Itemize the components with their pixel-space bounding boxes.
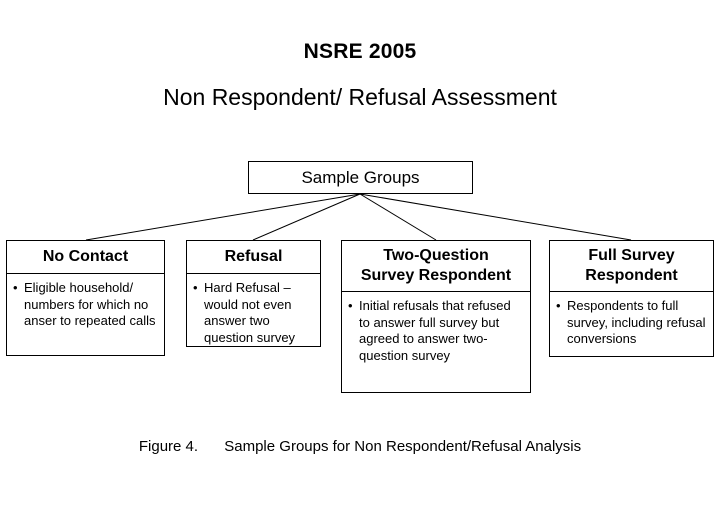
node-two-question-header-line2: Survey Respondent [360,267,512,284]
bullet-label: Respondents to full survey, including re… [567,298,706,346]
connector-to-two-question [359,193,437,241]
node-no-contact-header: No Contact [7,241,164,274]
figure-caption: Figure 4. Sample Groups for Non Responde… [0,438,720,456]
node-full-survey-respondent[interactable]: Full Survey Respondent • Respondents to … [549,240,714,357]
bullet-label: Eligible household/ numbers for which no… [24,280,156,328]
node-full-survey-header: Full Survey Respondent [550,241,713,292]
node-two-question-header-line1: Two-Question [383,247,489,264]
bullet-item: • Eligible household/ numbers for which … [13,280,158,330]
node-full-survey-header-line2: Respondent [585,267,678,284]
figure-title: NSRE 2005 [303,40,417,63]
node-full-survey-body: • Respondents to full survey, including … [550,292,713,354]
bullet-label: Initial refusals that refused to answer … [359,298,511,363]
bullet-item: • Initial refusals that refused to answe… [348,298,524,364]
node-full-survey-header-line1: Full Survey [588,247,675,264]
connector-to-refusal [252,193,361,241]
connector-to-no-contact [85,193,361,241]
figure-subtitle: Non Respondent/ Refusal Assessment [163,84,557,110]
node-refusal-header: Refusal [187,241,320,274]
connector-to-full-survey [359,193,632,241]
bullet-icon: • [556,298,561,313]
bullet-label: Hard Refusal – would not even answer two… [204,280,296,345]
bullet-icon: • [13,280,18,295]
node-sample-groups-label: Sample Groups [301,168,420,187]
node-no-contact[interactable]: No Contact • Eligible household/ numbers… [6,240,165,356]
node-no-contact-body: • Eligible household/ numbers for which … [7,274,164,336]
node-two-question-survey-respondent[interactable]: Two-Question Survey Respondent • Initial… [341,240,531,393]
node-refusal[interactable]: Refusal • Hard Refusal – would not even … [186,240,321,347]
bullet-icon: • [348,298,353,313]
node-refusal-body: • Hard Refusal – would not even answer t… [187,274,320,352]
node-two-question-body: • Initial refusals that refused to answe… [342,292,530,370]
bullet-item: • Hard Refusal – would not even answer t… [193,280,314,346]
figure-caption-number: Figure 4. [138,438,199,455]
node-two-question-header: Two-Question Survey Respondent [342,241,530,292]
node-sample-groups[interactable]: Sample Groups [248,161,473,194]
bullet-icon: • [193,280,198,295]
bullet-item: • Respondents to full survey, including … [556,298,707,348]
figure-caption-text: Sample Groups for Non Respondent/Refusal… [224,438,582,455]
